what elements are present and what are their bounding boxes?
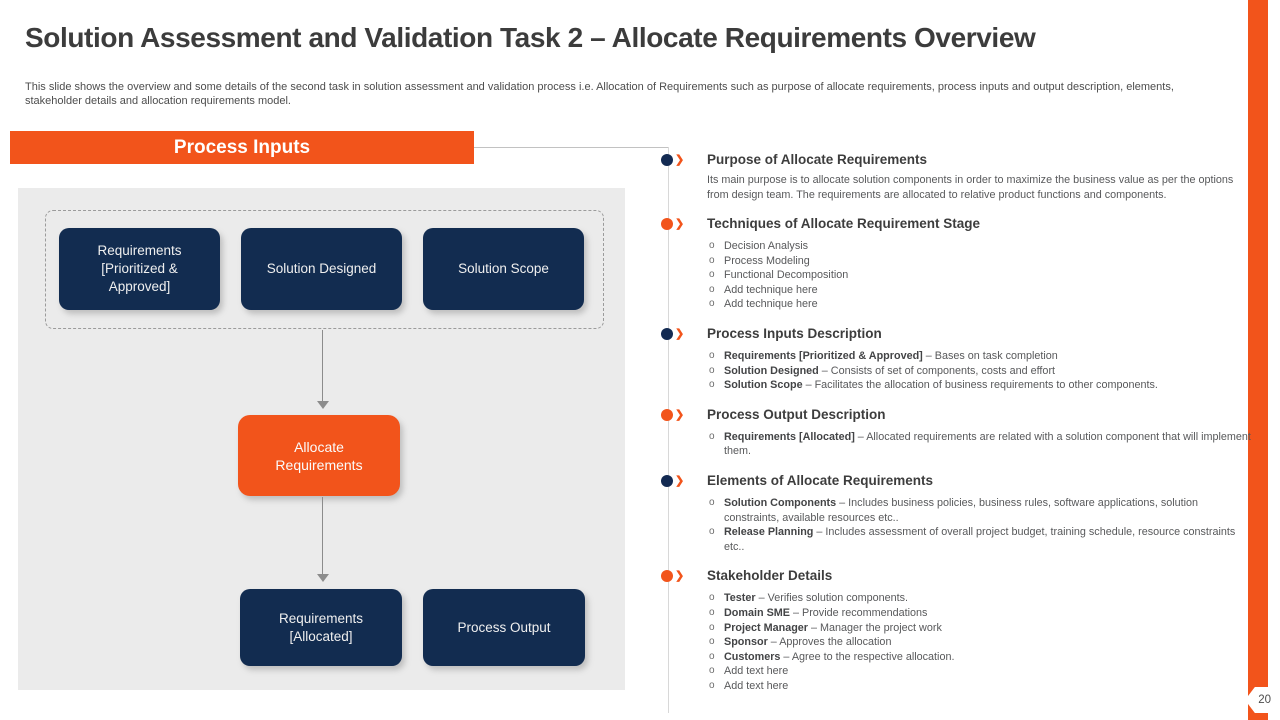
circle-bullet: o — [709, 349, 715, 361]
circle-bullet: o — [709, 621, 715, 633]
connector-vertical-line — [668, 147, 669, 713]
chevron-right-icon: ❯ — [675, 408, 685, 421]
arrow-down-1 — [322, 330, 323, 402]
circle-bullet: o — [709, 650, 715, 662]
flow-node-label: Requirements [Prioritized & Approved] — [97, 243, 182, 294]
section-purpose: ❯ Purpose of Allocate Requirements Its m… — [655, 151, 1251, 202]
circle-bullet: o — [709, 430, 715, 442]
flow-node-solution-designed: Solution Designed — [241, 228, 402, 310]
accent-side-bar — [1248, 0, 1268, 720]
circle-bullet: o — [709, 636, 715, 648]
chevron-right-icon: ❯ — [675, 570, 685, 583]
page-title: Solution Assessment and Validation Task … — [25, 22, 1036, 53]
circle-bullet: o — [709, 606, 715, 618]
flow-node-label: Solution Scope — [458, 261, 549, 276]
flow-node-solution-scope: Solution Scope — [423, 228, 584, 310]
circle-bullet: o — [709, 364, 715, 376]
flow-node-process-output: Process Output — [423, 589, 585, 666]
arrow-down-2 — [322, 497, 323, 575]
circle-bullet: o — [709, 254, 715, 266]
circle-bullet: o — [709, 679, 715, 691]
bullet-dot-icon — [661, 154, 673, 166]
section-title: Purpose of Allocate Requirements — [707, 152, 928, 167]
chevron-right-icon: ❯ — [675, 218, 685, 230]
section-title: Process Inputs Description — [707, 325, 882, 341]
bullet-dot-icon — [661, 570, 673, 583]
bullet-dot-icon — [661, 408, 673, 421]
flow-node-requirements-prioritized: Requirements [Prioritized & Approved] — [59, 228, 220, 310]
section-marker: ❯ — [655, 406, 707, 459]
flow-node-label: Requirements [Allocated] — [278, 610, 364, 644]
section-paragraph: Its main purpose is to allocate solution… — [707, 174, 1234, 201]
section-techniques: ❯ Techniques of Allocate Requirement Sta… — [655, 215, 1251, 312]
section-title: Techniques of Allocate Requirement Stage — [707, 216, 981, 231]
inputs-dashed-group — [45, 210, 604, 329]
bullet-dot-icon — [661, 327, 673, 340]
flow-node-label: Process Output — [457, 619, 551, 635]
process-inputs-banner-label: Process Inputs — [173, 136, 311, 158]
section-marker: ❯ — [655, 325, 707, 393]
section-marker: ❯ — [655, 151, 707, 202]
section-title: Stakeholder Details — [707, 568, 833, 584]
chevron-right-icon: ❯ — [675, 474, 685, 487]
circle-bullet: o — [709, 496, 715, 508]
bullet-dot-icon — [661, 218, 673, 230]
page-number: 20 — [1258, 694, 1271, 706]
connector-horizontal-line — [474, 147, 668, 148]
circle-bullet: o — [709, 526, 715, 538]
flow-node-label: Solution Designed — [266, 261, 377, 276]
circle-bullet: o — [709, 379, 715, 391]
chevron-right-icon: ❯ — [675, 154, 685, 166]
process-inputs-banner: Process Inputs — [10, 131, 474, 164]
circle-bullet: o — [709, 665, 715, 677]
arrow-down-1-head — [317, 401, 329, 409]
page-subtitle: This slide shows the overview and some d… — [25, 81, 1174, 107]
section-title: Process Output Description — [707, 406, 886, 422]
arrow-down-2-head — [317, 574, 329, 582]
flow-node-label: Allocate Requirements — [275, 438, 363, 473]
section-marker: ❯ — [655, 215, 707, 312]
circle-bullet: o — [709, 269, 715, 281]
section-title: Elements of Allocate Requirements — [707, 472, 934, 488]
circle-bullet: o — [709, 592, 715, 604]
bullet-dot-icon — [661, 474, 673, 487]
section-marker: ❯ — [655, 567, 707, 693]
flow-node-allocate-requirements: Allocate Requirements — [238, 415, 400, 496]
circle-bullet: o — [709, 240, 715, 251]
chevron-right-icon: ❯ — [675, 327, 685, 340]
flowchart-panel: Requirements [Prioritized & Approved] So… — [18, 188, 625, 690]
section-marker: ❯ — [655, 472, 707, 554]
flow-node-requirements-allocated: Requirements [Allocated] — [240, 589, 402, 666]
details-column: ❯ Purpose of Allocate Requirements Its m… — [655, 151, 1251, 706]
circle-bullet: o — [709, 298, 715, 310]
circle-bullet: o — [709, 283, 715, 295]
